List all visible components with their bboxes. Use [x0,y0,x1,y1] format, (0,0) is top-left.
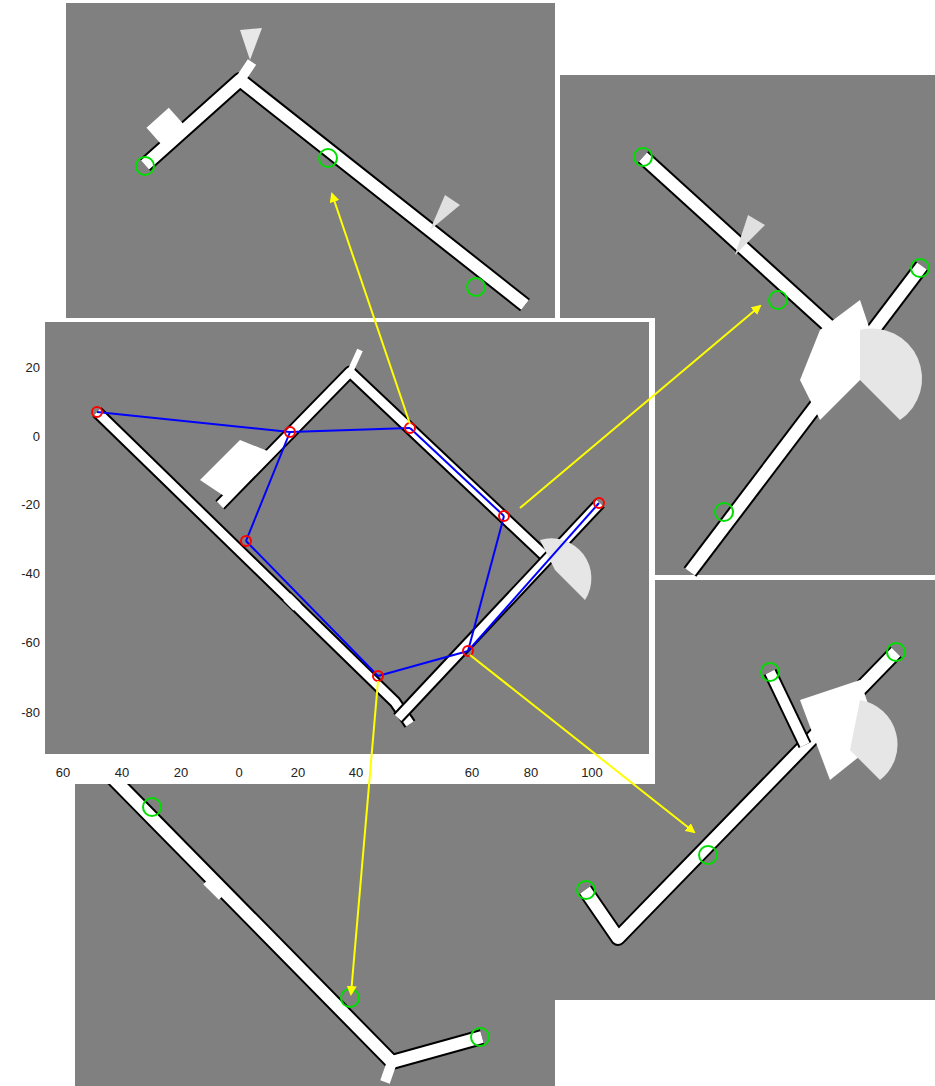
axis-tick-label: 0 [33,430,40,443]
axis-tick-label: 20 [291,766,305,779]
axis-tick-label: 0 [235,766,242,779]
main-map [0,318,655,784]
axis-tick-label: 40 [349,766,363,779]
axis-tick-label: 20 [174,766,188,779]
pose-graph [97,412,599,676]
correspondence-arrows [332,194,760,994]
axis-tick-label: 40 [115,766,129,779]
axis-tick-label: -60 [21,636,40,649]
axis-tick-label: 60 [465,766,479,779]
axis-tick-label: 20 [26,361,40,374]
submap-bottom-left [75,757,555,1086]
axis-tick-label: 100 [581,766,603,779]
axis-tick-label: 80 [524,766,538,779]
submap-top [66,3,555,321]
axis-tick-label: 60 [56,766,70,779]
axis-tick-label: -40 [21,567,40,580]
axis-tick-label: -80 [21,706,40,719]
axis-tick-label: -20 [21,498,40,511]
pose-nodes [92,407,604,681]
